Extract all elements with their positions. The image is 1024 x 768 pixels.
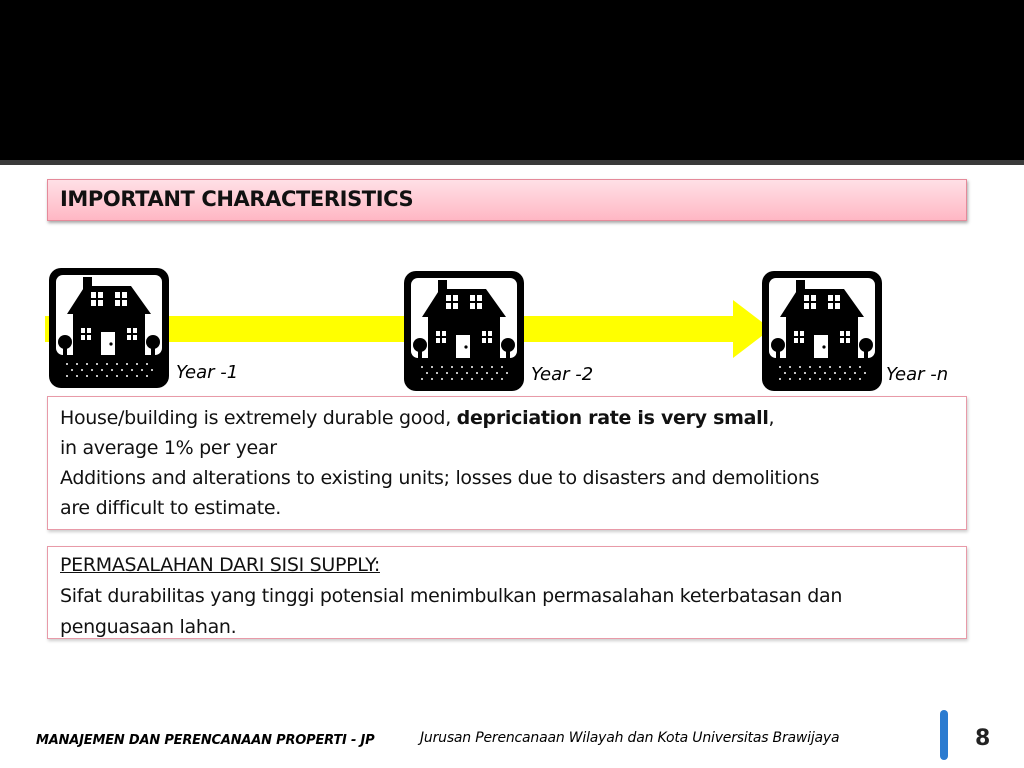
timeline-label-year-n: Year -n [886, 364, 949, 385]
footer-accent-bar [940, 710, 948, 760]
title-band-divider [0, 160, 1024, 165]
durability-comma: , [768, 407, 775, 429]
title-band [0, 0, 1024, 160]
footer-course-title: MANAJEMEN DAN PERENCANAAN PROPERTI - JP [36, 733, 375, 748]
house-icon [404, 271, 524, 391]
supply-problem-box: PERMASALAHAN DARI SISI SUPPLY: Sifat dur… [47, 546, 967, 639]
timeline-label-year-2: Year -2 [531, 364, 594, 385]
page-number: 8 [975, 726, 991, 751]
supply-problem-line-1: Sifat durabilitas yang tinggi potensial … [60, 585, 843, 607]
supply-problem-line-2: penguasaan lahan. [60, 616, 237, 638]
durability-line-4: are difficult to estimate. [60, 497, 281, 519]
durability-line-2: in average 1% per year [60, 437, 277, 459]
footer-institution: Jurusan Perencanaan Wilayah dan Kota Uni… [420, 730, 840, 746]
section-heading: IMPORTANT CHARACTERISTICS [60, 187, 414, 211]
house-icon [762, 271, 882, 391]
depreciation-highlight: depriciation rate is very small [456, 407, 769, 429]
house-icon [49, 268, 169, 388]
section-heading-box: IMPORTANT CHARACTERISTICS [47, 179, 967, 221]
timeline-label-year-1: Year -1 [176, 362, 239, 383]
durability-text: House/building is extremely durable good… [60, 407, 457, 429]
durability-line-3: Additions and alterations to existing un… [60, 467, 820, 489]
supply-problem-title: PERMASALAHAN DARI SISI SUPPLY: [60, 554, 380, 576]
durability-line-1: House/building is extremely durable good… [60, 403, 954, 433]
durability-box: House/building is extremely durable good… [47, 396, 967, 530]
